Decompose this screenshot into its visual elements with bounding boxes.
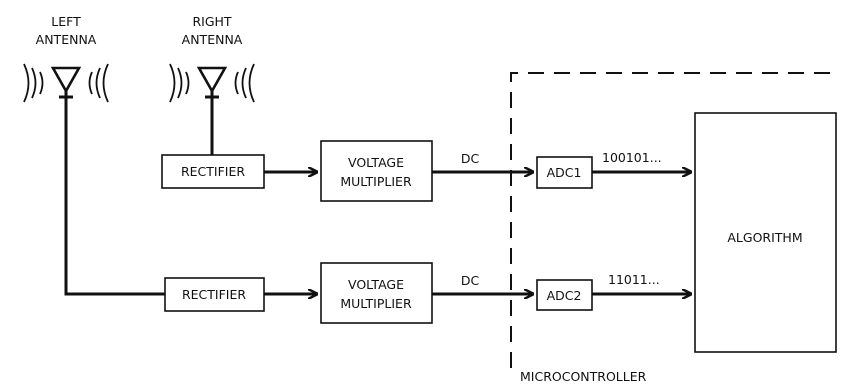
algorithm-label: ALGORITHM: [727, 230, 802, 245]
microcontroller-label: MICROCONTROLLER: [520, 369, 647, 384]
left-antenna-label-line2: ANTENNA: [36, 32, 97, 47]
rectifier-1-label: RECTIFIER: [181, 164, 245, 179]
left-antenna-waves-icon: [23, 63, 109, 103]
left-antenna-label-line1: LEFT: [51, 14, 81, 29]
bits-label-2: 11011...: [608, 272, 660, 287]
voltage-multiplier-1-label-line1: VOLTAGE: [348, 155, 404, 170]
bits-label-1: 100101...: [602, 150, 662, 165]
right-antenna-waves-icon: [169, 63, 255, 103]
dc-label-2: DC: [461, 273, 480, 288]
rectifier-2-label: RECTIFIER: [182, 287, 246, 302]
left-antenna-icon: [50, 66, 82, 94]
rectifier-2-block: RECTIFIER: [164, 277, 265, 312]
left-antenna-feed: [64, 91, 165, 296]
dc-label-1: DC: [461, 151, 480, 166]
adc2-label: ADC2: [547, 288, 582, 303]
right-antenna-icon: [196, 66, 228, 94]
adc1-label: ADC1: [547, 165, 582, 180]
voltage-multiplier-1-block: VOLTAGE MULTIPLIER: [320, 140, 433, 202]
right-antenna: RIGHT ANTENNA: [169, 14, 255, 103]
adc1-block: ADC1: [536, 156, 593, 189]
right-antenna-label-line1: RIGHT: [192, 14, 231, 29]
rectifier-1-block: RECTIFIER: [161, 154, 265, 189]
voltage-multiplier-2-label-line1: VOLTAGE: [348, 277, 404, 292]
voltage-multiplier-2-label-line2: MULTIPLIER: [340, 296, 412, 311]
algorithm-block: ALGORITHM: [694, 112, 837, 353]
adc2-block: ADC2: [536, 279, 593, 311]
right-antenna-label-line2: ANTENNA: [182, 32, 243, 47]
voltage-multiplier-1-label-line2: MULTIPLIER: [340, 174, 412, 189]
microcontroller-boundary: [510, 72, 835, 368]
voltage-multiplier-2-block: VOLTAGE MULTIPLIER: [320, 262, 433, 324]
left-antenna: LEFT ANTENNA: [23, 14, 109, 103]
